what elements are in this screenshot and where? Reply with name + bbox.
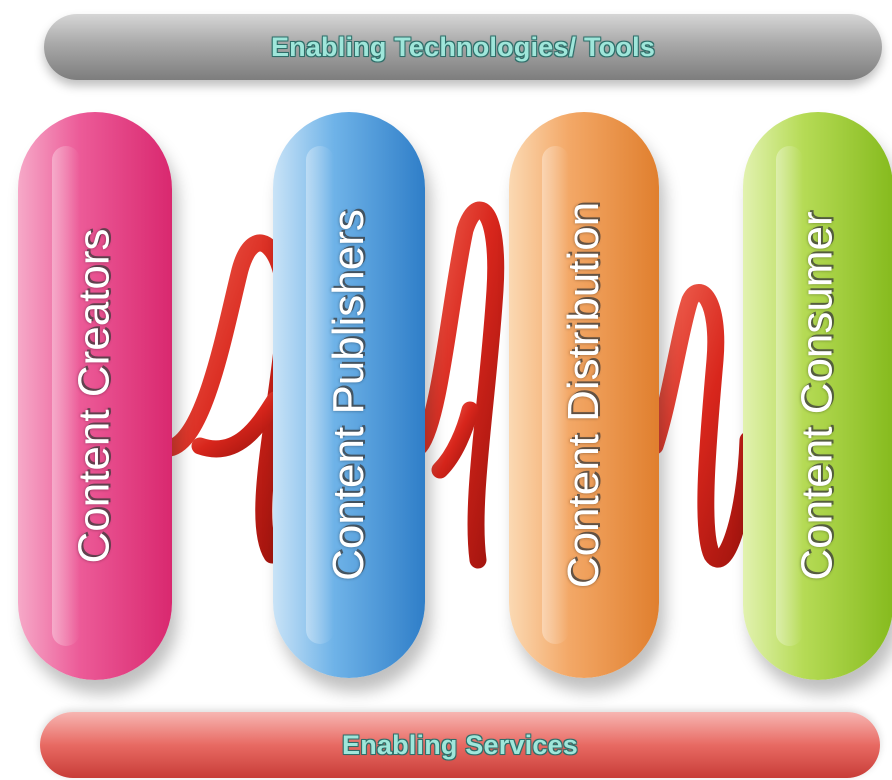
content-consumer-pillar: Content Consumer: [743, 112, 892, 680]
content-publishers-label: Content Publishers: [324, 209, 374, 581]
enabling-services-bar: Enabling Services: [40, 712, 880, 778]
enabling-technologies-label: Enabling Technologies/ Tools: [270, 31, 656, 62]
content-creators-label: Content Creators: [70, 228, 119, 564]
content-creators-pillar: Content Creators: [18, 112, 172, 680]
content-distribution-pillar: Content Distribution: [509, 112, 659, 678]
content-consumer-label: Content Consumer: [793, 211, 843, 581]
enabling-technologies-bar: Enabling Technologies/ Tools: [44, 14, 882, 80]
content-distribution-label: Content Distribution: [559, 201, 609, 589]
content-publishers-pillar: Content Publishers: [273, 112, 425, 678]
enabling-services-label: Enabling Services: [342, 729, 578, 760]
